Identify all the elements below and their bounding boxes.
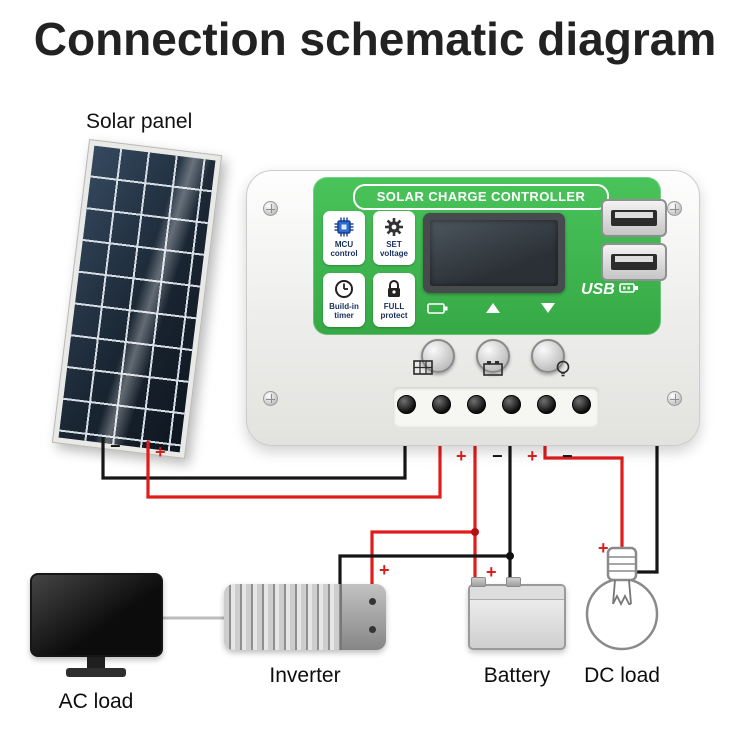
polarity-terminal-minus-2: − (562, 446, 573, 466)
terminal-screw (397, 395, 416, 414)
polarity-dc-load-plus: + (598, 538, 609, 558)
terminal-block (393, 387, 599, 427)
dc-load-label: DC load (584, 664, 660, 687)
polarity-solar-plus: + (155, 442, 166, 462)
mount-screw-icon (263, 391, 278, 406)
polarity-inverter-plus: + (379, 560, 390, 580)
lcd-screen (430, 220, 558, 286)
polarity-terminal-plus-1: + (456, 446, 467, 466)
feature-label: MCU control (330, 240, 358, 258)
feature-label: SET voltage (379, 240, 408, 258)
junction-dot-positive (471, 528, 479, 536)
battery-terminal-icon (481, 359, 505, 377)
terminal-screw (537, 395, 556, 414)
down-arrow-icon (536, 299, 560, 317)
solar-panel-label: Solar panel (86, 110, 193, 133)
battery-top (470, 586, 564, 600)
battery-indicator-icon (426, 299, 450, 317)
usb-icon (618, 281, 639, 299)
ac-load-label: AC load (58, 690, 134, 713)
page-title: Connection schematic diagram (33, 13, 717, 65)
controller-face-panel: SOLAR CHARGE CONTROLLER MCU control SET … (313, 177, 661, 335)
monitor-stand (87, 657, 105, 670)
wire-solar-positive (146, 420, 442, 499)
ac-load-monitor (30, 573, 163, 657)
polarity-terminal-minus-1: − (492, 446, 503, 466)
battery (468, 577, 566, 650)
usb-port-top (601, 199, 667, 237)
polarity-battery-plus: + (486, 562, 497, 582)
dc-load-bulb (585, 546, 659, 651)
up-button (476, 339, 510, 373)
feature-build-in-timer: Build-in timer (323, 273, 365, 327)
usb-port-bottom (601, 243, 667, 281)
feature-set-voltage: SET voltage (373, 211, 415, 265)
inverter-terminal (369, 598, 376, 605)
terminal-screw (502, 395, 521, 414)
up-arrow-icon (481, 299, 505, 317)
usb-slot (611, 254, 657, 270)
feature-mcu-control: MCU control (323, 211, 365, 265)
mount-screw-icon (667, 201, 682, 216)
battery-negative-terminal (506, 577, 521, 587)
lcd-display (423, 213, 565, 293)
gear-icon (383, 215, 405, 238)
inverter-label: Inverter (269, 664, 341, 687)
inverter-end-cap (340, 584, 386, 650)
wire-inverter-negative (338, 554, 510, 586)
inverter (224, 584, 386, 650)
terminal-screw (432, 395, 451, 414)
load-terminal-icon (551, 359, 575, 377)
mount-screw-icon (263, 201, 278, 216)
battery-label: Battery (483, 664, 551, 687)
feature-full-protect: FULL protect (373, 273, 415, 327)
mount-screw-icon (667, 391, 682, 406)
feature-label: FULL protect (380, 302, 408, 320)
feature-label: Build-in timer (329, 302, 359, 320)
monitor-base (66, 668, 126, 677)
junction-dot-negative (506, 552, 514, 560)
usb-label-group: USB (581, 281, 639, 299)
controller-title: SOLAR CHARGE CONTROLLER (353, 184, 609, 210)
clock-icon (333, 277, 355, 300)
usb-slot (611, 210, 657, 226)
wire-solar-negative (101, 420, 407, 480)
solar-terminal-icon (411, 359, 435, 377)
inverter-terminal (369, 626, 376, 633)
wire-inverter-positive (370, 530, 475, 586)
usb-text: USB (581, 281, 615, 298)
polarity-terminal-plus-2: + (527, 446, 538, 466)
terminal-screw (572, 395, 591, 414)
down-button (531, 339, 565, 373)
polarity-solar-minus: − (110, 436, 121, 456)
terminal-screw (467, 395, 486, 414)
chip-icon (333, 215, 355, 238)
battery-positive-terminal (471, 577, 486, 587)
lock-icon (383, 277, 405, 300)
inverter-fins (224, 584, 342, 650)
solar-charge-controller: SOLAR CHARGE CONTROLLER MCU control SET … (246, 170, 700, 446)
